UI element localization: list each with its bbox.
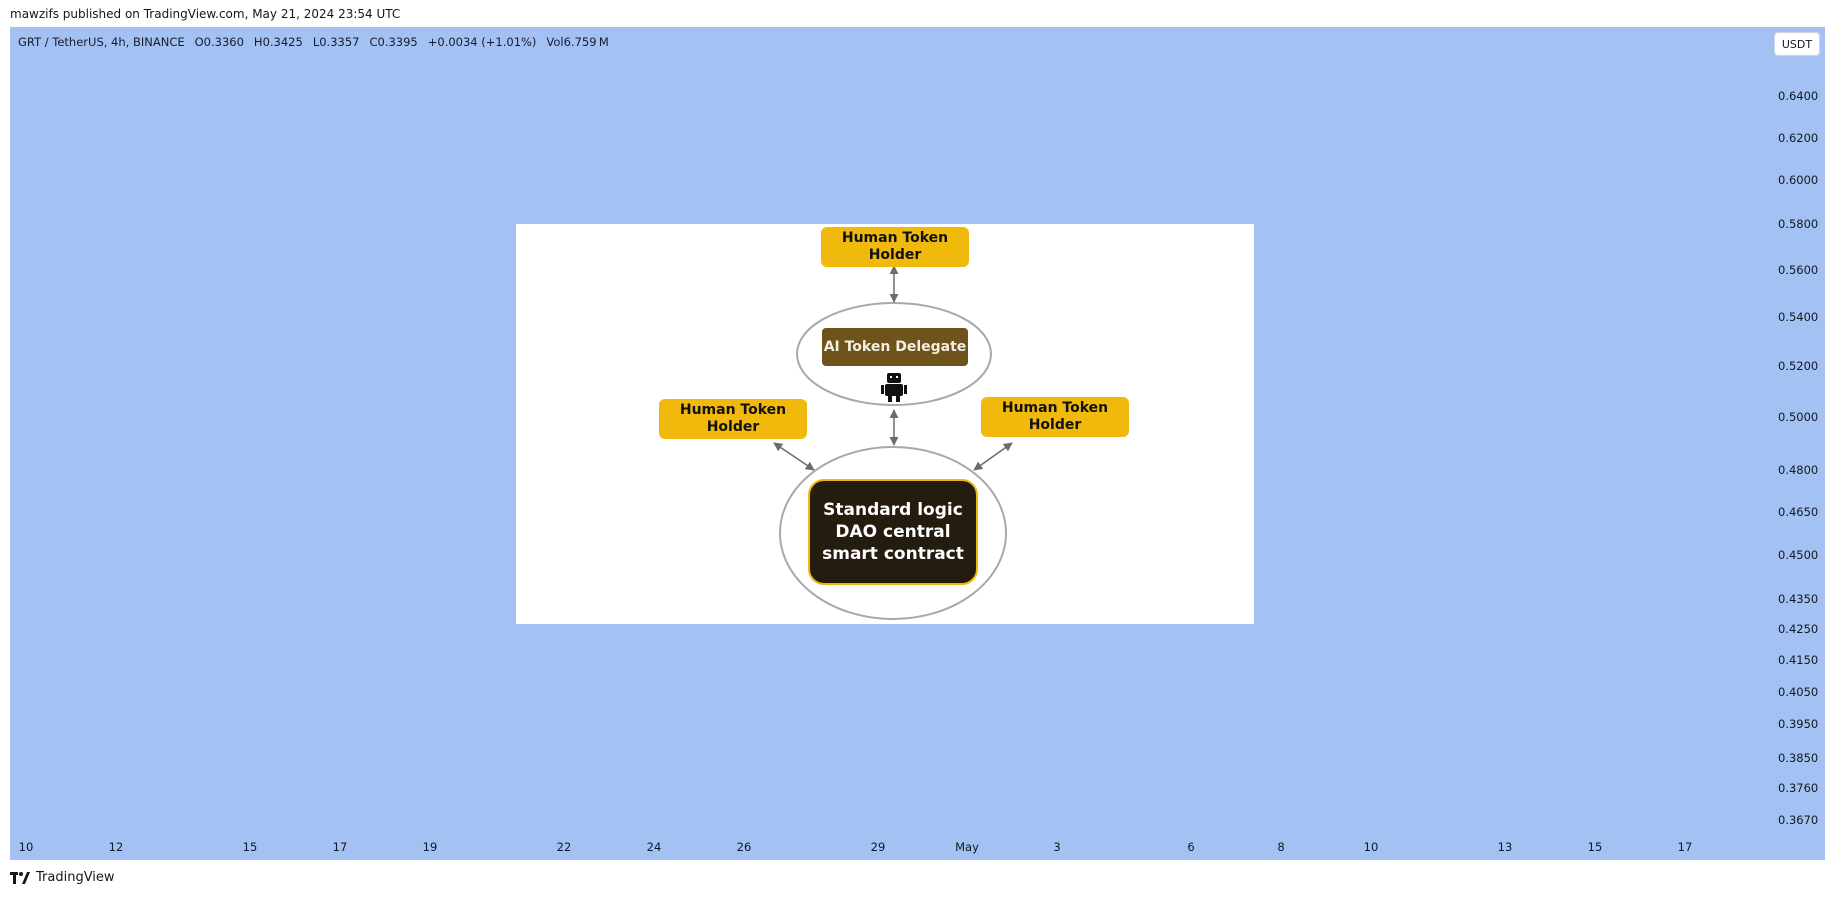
open-value: O0.3360 [194, 35, 244, 49]
symbol-legend: GRT / TetherUS, 4h, BINANCE O0.3360 H0.3… [18, 35, 609, 49]
price-tick: 0.3950 [1778, 717, 1819, 731]
arrow-right [973, 442, 1013, 471]
change-value: +0.0034 (+1.01%) [427, 35, 537, 49]
time-tick: May [955, 840, 979, 854]
tradingview-logo[interactable]: TradingView [10, 870, 115, 885]
price-tick: 0.4650 [1778, 505, 1819, 519]
price-tick: 0.5000 [1778, 410, 1819, 424]
price-tick: 0.4150 [1778, 653, 1819, 667]
volume-value: Vol6.759 M [546, 35, 609, 49]
central-smart-contract: Standard logic DAO central smart contrac… [808, 479, 978, 585]
price-tick: 0.4350 [1778, 592, 1819, 606]
price-tick: 0.4050 [1778, 685, 1819, 699]
time-tick: 8 [1277, 840, 1285, 854]
time-tick: 10 [18, 840, 34, 854]
robot-icon [881, 373, 907, 402]
price-tick: 0.4500 [1778, 548, 1819, 562]
price-tick: 0.4800 [1778, 463, 1819, 477]
diagram-connectors [773, 265, 1013, 620]
price-tick: 0.3760 [1778, 781, 1819, 795]
time-tick: 13 [1497, 840, 1513, 854]
price-tick: 0.5800 [1778, 217, 1819, 231]
high-value: H0.3425 [253, 35, 303, 49]
time-tick: 24 [646, 840, 662, 854]
central-contract-ellipse [779, 446, 1007, 620]
time-tick: 22 [556, 840, 572, 854]
price-tick: 0.6000 [1778, 173, 1819, 187]
dao-diagram-image: Human Token Holder AI Token Delegate Hum… [516, 224, 1254, 624]
time-tick: 17 [1677, 840, 1693, 854]
right-human-token-holder: Human Token Holder [981, 397, 1129, 437]
price-tick: 0.6400 [1778, 89, 1819, 103]
symbol-title[interactable]: GRT / TetherUS, 4h, BINANCE [18, 35, 185, 49]
time-tick: 12 [108, 840, 124, 854]
time-tick: 19 [422, 840, 438, 854]
price-tick: 0.3670 [1778, 813, 1819, 827]
price-tick: 0.6200 [1778, 131, 1819, 145]
low-value: L0.3357 [312, 35, 360, 49]
price-tick: 0.3850 [1778, 751, 1819, 765]
currency-button[interactable]: USDT [1774, 32, 1820, 56]
price-tick: 0.5400 [1778, 310, 1819, 324]
time-tick: 29 [870, 840, 886, 854]
time-tick: 26 [736, 840, 752, 854]
time-tick: 3 [1053, 840, 1061, 854]
tradingview-logo-icon [10, 871, 30, 884]
top-human-token-holder: Human Token Holder [821, 227, 969, 267]
time-tick: 15 [242, 840, 258, 854]
ai-token-delegate: AI Token Delegate [822, 328, 968, 366]
publish-attribution: mawzifs published on TradingView.com, Ma… [10, 7, 401, 21]
time-tick: 10 [1363, 840, 1379, 854]
time-tick: 17 [332, 840, 348, 854]
price-tick: 0.5200 [1778, 359, 1819, 373]
price-tick: 0.4250 [1778, 622, 1819, 636]
ai-delegate-ellipse [796, 302, 992, 406]
left-human-token-holder: Human Token Holder [659, 399, 807, 439]
time-tick: 6 [1187, 840, 1195, 854]
arrow-left [773, 442, 815, 471]
time-tick: 15 [1587, 840, 1603, 854]
price-tick: 0.5600 [1778, 263, 1819, 277]
brand-name: TradingView [36, 870, 115, 885]
close-value: C0.3395 [369, 35, 418, 49]
